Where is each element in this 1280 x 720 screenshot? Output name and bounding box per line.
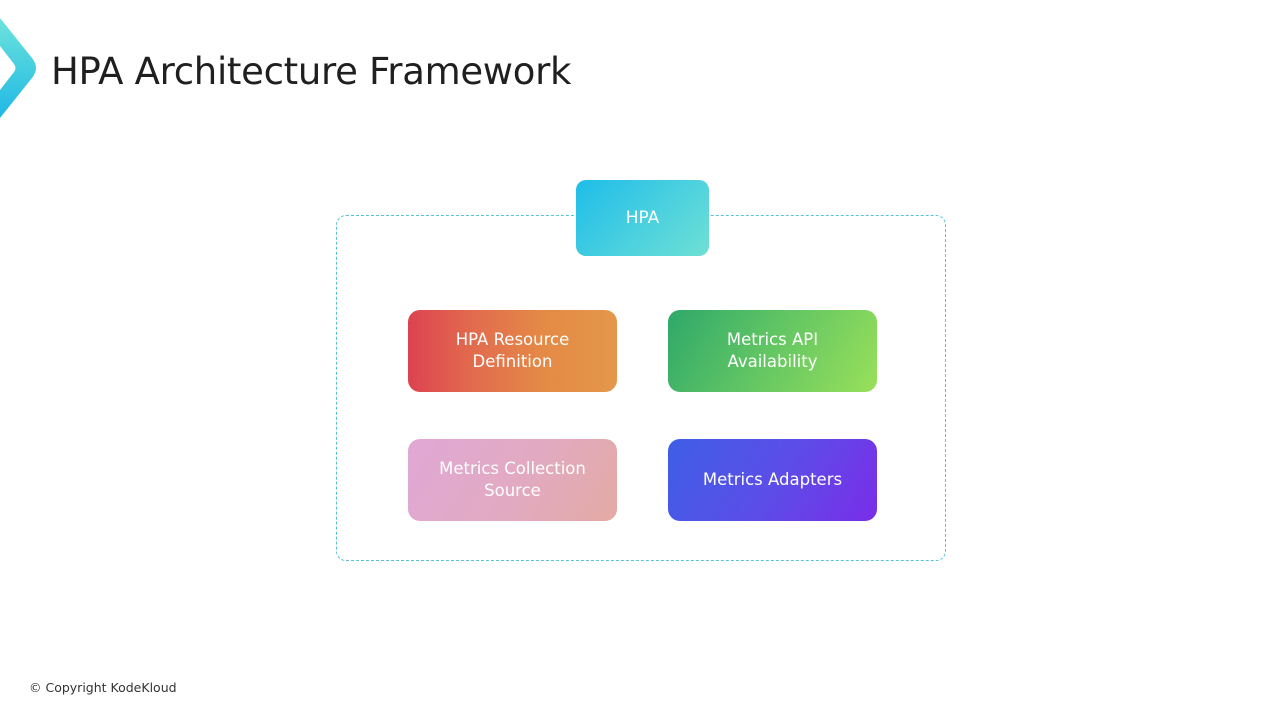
node-label-line: Metrics Adapters (702, 470, 843, 489)
node-label-line: Metrics Collection (439, 459, 586, 478)
copyright-notice: © Copyright KodeKloud (29, 680, 177, 695)
hpa-root-node: HPA (576, 180, 709, 256)
metrics-adapters-node: Metrics Adapters (668, 439, 877, 521)
node-label-line: Metrics API (726, 330, 819, 349)
chevron-right-icon (0, 18, 36, 118)
metrics-collection-source-node: Metrics Collection Source (408, 439, 617, 521)
hpa-resource-definition-node: HPA Resource Definition (408, 310, 617, 392)
hpa-root-label: HPA (625, 208, 660, 228)
page-title: HPA Architecture Framework (51, 50, 572, 93)
node-label-line: Availability (727, 352, 818, 371)
node-label-line: Source (484, 481, 541, 500)
metrics-api-availability-node: Metrics API Availability (668, 310, 877, 392)
node-label-line: HPA Resource (455, 330, 570, 349)
node-label-line: Definition (472, 352, 553, 371)
